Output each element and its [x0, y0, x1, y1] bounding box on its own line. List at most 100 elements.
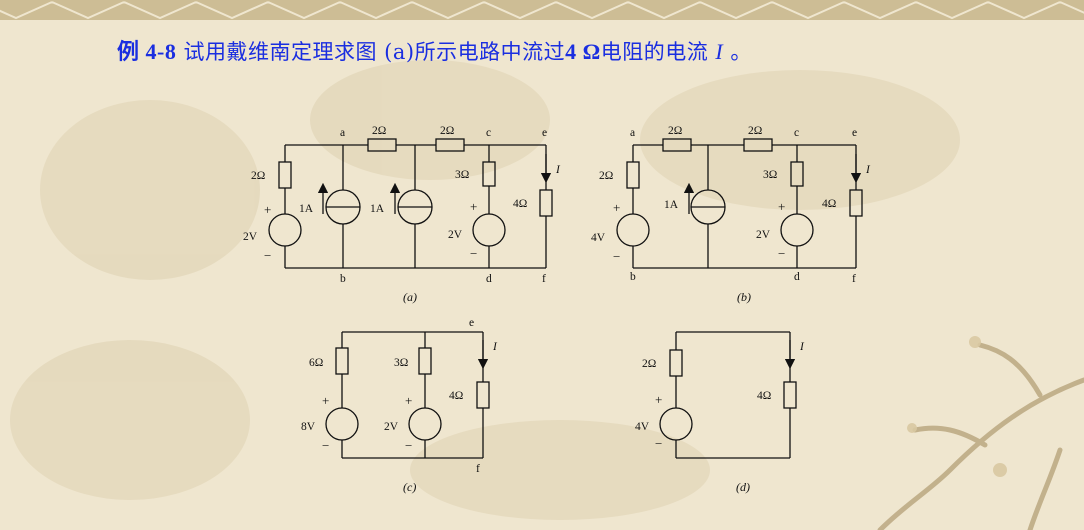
plus-sign: +	[470, 199, 477, 214]
minus-sign: −	[405, 438, 412, 453]
label-i-src-1: 1A	[299, 203, 314, 215]
minus-sign: −	[613, 249, 620, 264]
plum-branch-decoration	[877, 342, 1084, 530]
node-f: f	[852, 273, 856, 285]
label-r-c: 3Ω	[455, 169, 469, 181]
voltage-source-right	[472, 213, 506, 247]
resistor-top-2	[743, 138, 773, 152]
label-r-mid: 3Ω	[394, 357, 408, 369]
resistor-load	[849, 189, 863, 217]
resistor-load	[539, 189, 553, 217]
problem-text-end: 。	[723, 40, 752, 64]
label-r-load: 4Ω	[513, 198, 527, 210]
plus-sign: +	[322, 393, 329, 408]
voltage-source-left	[325, 407, 359, 441]
circuit-a	[268, 138, 553, 269]
circuit-a-labels: a 2Ω 2Ω c e 2Ω + 2V − 1A 1A 3Ω + 2V − 4Ω…	[243, 125, 561, 304]
minus-sign: −	[778, 246, 785, 261]
minus-sign: −	[470, 246, 477, 261]
plus-sign: +	[613, 200, 620, 215]
circuit-c-labels: e I 6Ω 3Ω + + 4Ω 8V 2V − − f (c)	[301, 317, 498, 494]
label-r-top-1: 2Ω	[668, 125, 682, 137]
current-variable: I	[715, 39, 724, 64]
node-f: f	[476, 463, 480, 475]
node-e: e	[542, 127, 547, 139]
resistor-value: 4 Ω	[565, 39, 601, 64]
minus-sign: −	[264, 248, 271, 263]
label-current: I	[492, 341, 498, 353]
example-label: 例 4-8	[117, 39, 177, 64]
label-current: I	[799, 341, 805, 353]
label-r-load: 4Ω	[757, 390, 771, 402]
label-r-top-1: 2Ω	[372, 125, 386, 137]
caption-c: (c)	[403, 480, 416, 494]
voltage-source-mid	[408, 407, 442, 441]
plus-sign: +	[778, 199, 785, 214]
resistor-left	[278, 161, 292, 189]
label-i-src: 1A	[664, 199, 679, 211]
node-b: b	[340, 273, 346, 285]
circuit-d-labels: I 2Ω + 4Ω 4V − (d)	[635, 341, 805, 494]
resistor-mid	[418, 347, 432, 375]
label-v-left: 4V	[635, 421, 650, 433]
problem-text-1: 试用戴维南定理求图 (a)所示电路中流过	[176, 40, 566, 64]
problem-statement: 例 4-8 试用戴维南定理求图 (a)所示电路中流过4 Ω电阻的电流 I 。	[117, 34, 752, 66]
resistor-c	[482, 161, 496, 187]
label-v-left: 8V	[301, 421, 316, 433]
label-v-left: 4V	[591, 232, 606, 244]
label-v-right: 2V	[756, 229, 771, 241]
label-r-c: 3Ω	[763, 169, 777, 181]
node-a: a	[340, 127, 345, 139]
label-v-left: 2V	[243, 231, 258, 243]
label-current: I	[865, 164, 871, 176]
circuit-c	[325, 331, 490, 459]
minus-sign: −	[322, 438, 329, 453]
label-i-src-2: 1A	[370, 203, 385, 215]
label-r-load: 4Ω	[449, 390, 463, 402]
label-v-mid: 2V	[384, 421, 399, 433]
resistor-left	[626, 161, 640, 189]
caption-a: (a)	[403, 290, 417, 304]
node-a: a	[630, 127, 635, 139]
node-e: e	[852, 127, 857, 139]
plus-sign: +	[405, 393, 412, 408]
resistor-load	[783, 381, 797, 409]
label-current: I	[555, 164, 561, 176]
circuit-b	[616, 138, 863, 269]
ink-wash-decoration	[10, 60, 960, 520]
label-r-top-2: 2Ω	[440, 125, 454, 137]
resistor-left	[335, 347, 349, 375]
caption-d: (d)	[736, 480, 750, 494]
voltage-source-left	[659, 407, 693, 441]
voltage-source-left	[268, 213, 302, 247]
top-banner	[0, 0, 1084, 20]
resistor-load	[476, 381, 490, 409]
label-r-left: 2Ω	[251, 170, 265, 182]
caption-b: (b)	[737, 290, 751, 304]
resistor-top-1	[662, 138, 692, 152]
label-r-load: 4Ω	[822, 198, 836, 210]
node-c: c	[794, 127, 799, 139]
node-c: c	[486, 127, 491, 139]
voltage-source-right	[780, 213, 814, 247]
problem-text-2: 电阻的电流	[600, 40, 716, 64]
label-v-right: 2V	[448, 229, 463, 241]
resistor-left	[669, 349, 683, 377]
label-r-left: 2Ω	[642, 358, 656, 370]
plus-sign: +	[264, 202, 271, 217]
current-source-1	[325, 189, 361, 225]
label-r-left: 6Ω	[309, 357, 323, 369]
resistor-c	[790, 161, 804, 187]
plus-sign: +	[655, 392, 662, 407]
current-source-2	[397, 189, 433, 225]
node-d: d	[486, 273, 492, 285]
node-f: f	[542, 273, 546, 285]
voltage-source-left	[616, 213, 650, 247]
label-r-left: 2Ω	[599, 170, 613, 182]
node-d: d	[794, 271, 800, 283]
label-r-top-2: 2Ω	[748, 125, 762, 137]
current-source	[690, 189, 726, 225]
minus-sign: −	[655, 436, 662, 451]
